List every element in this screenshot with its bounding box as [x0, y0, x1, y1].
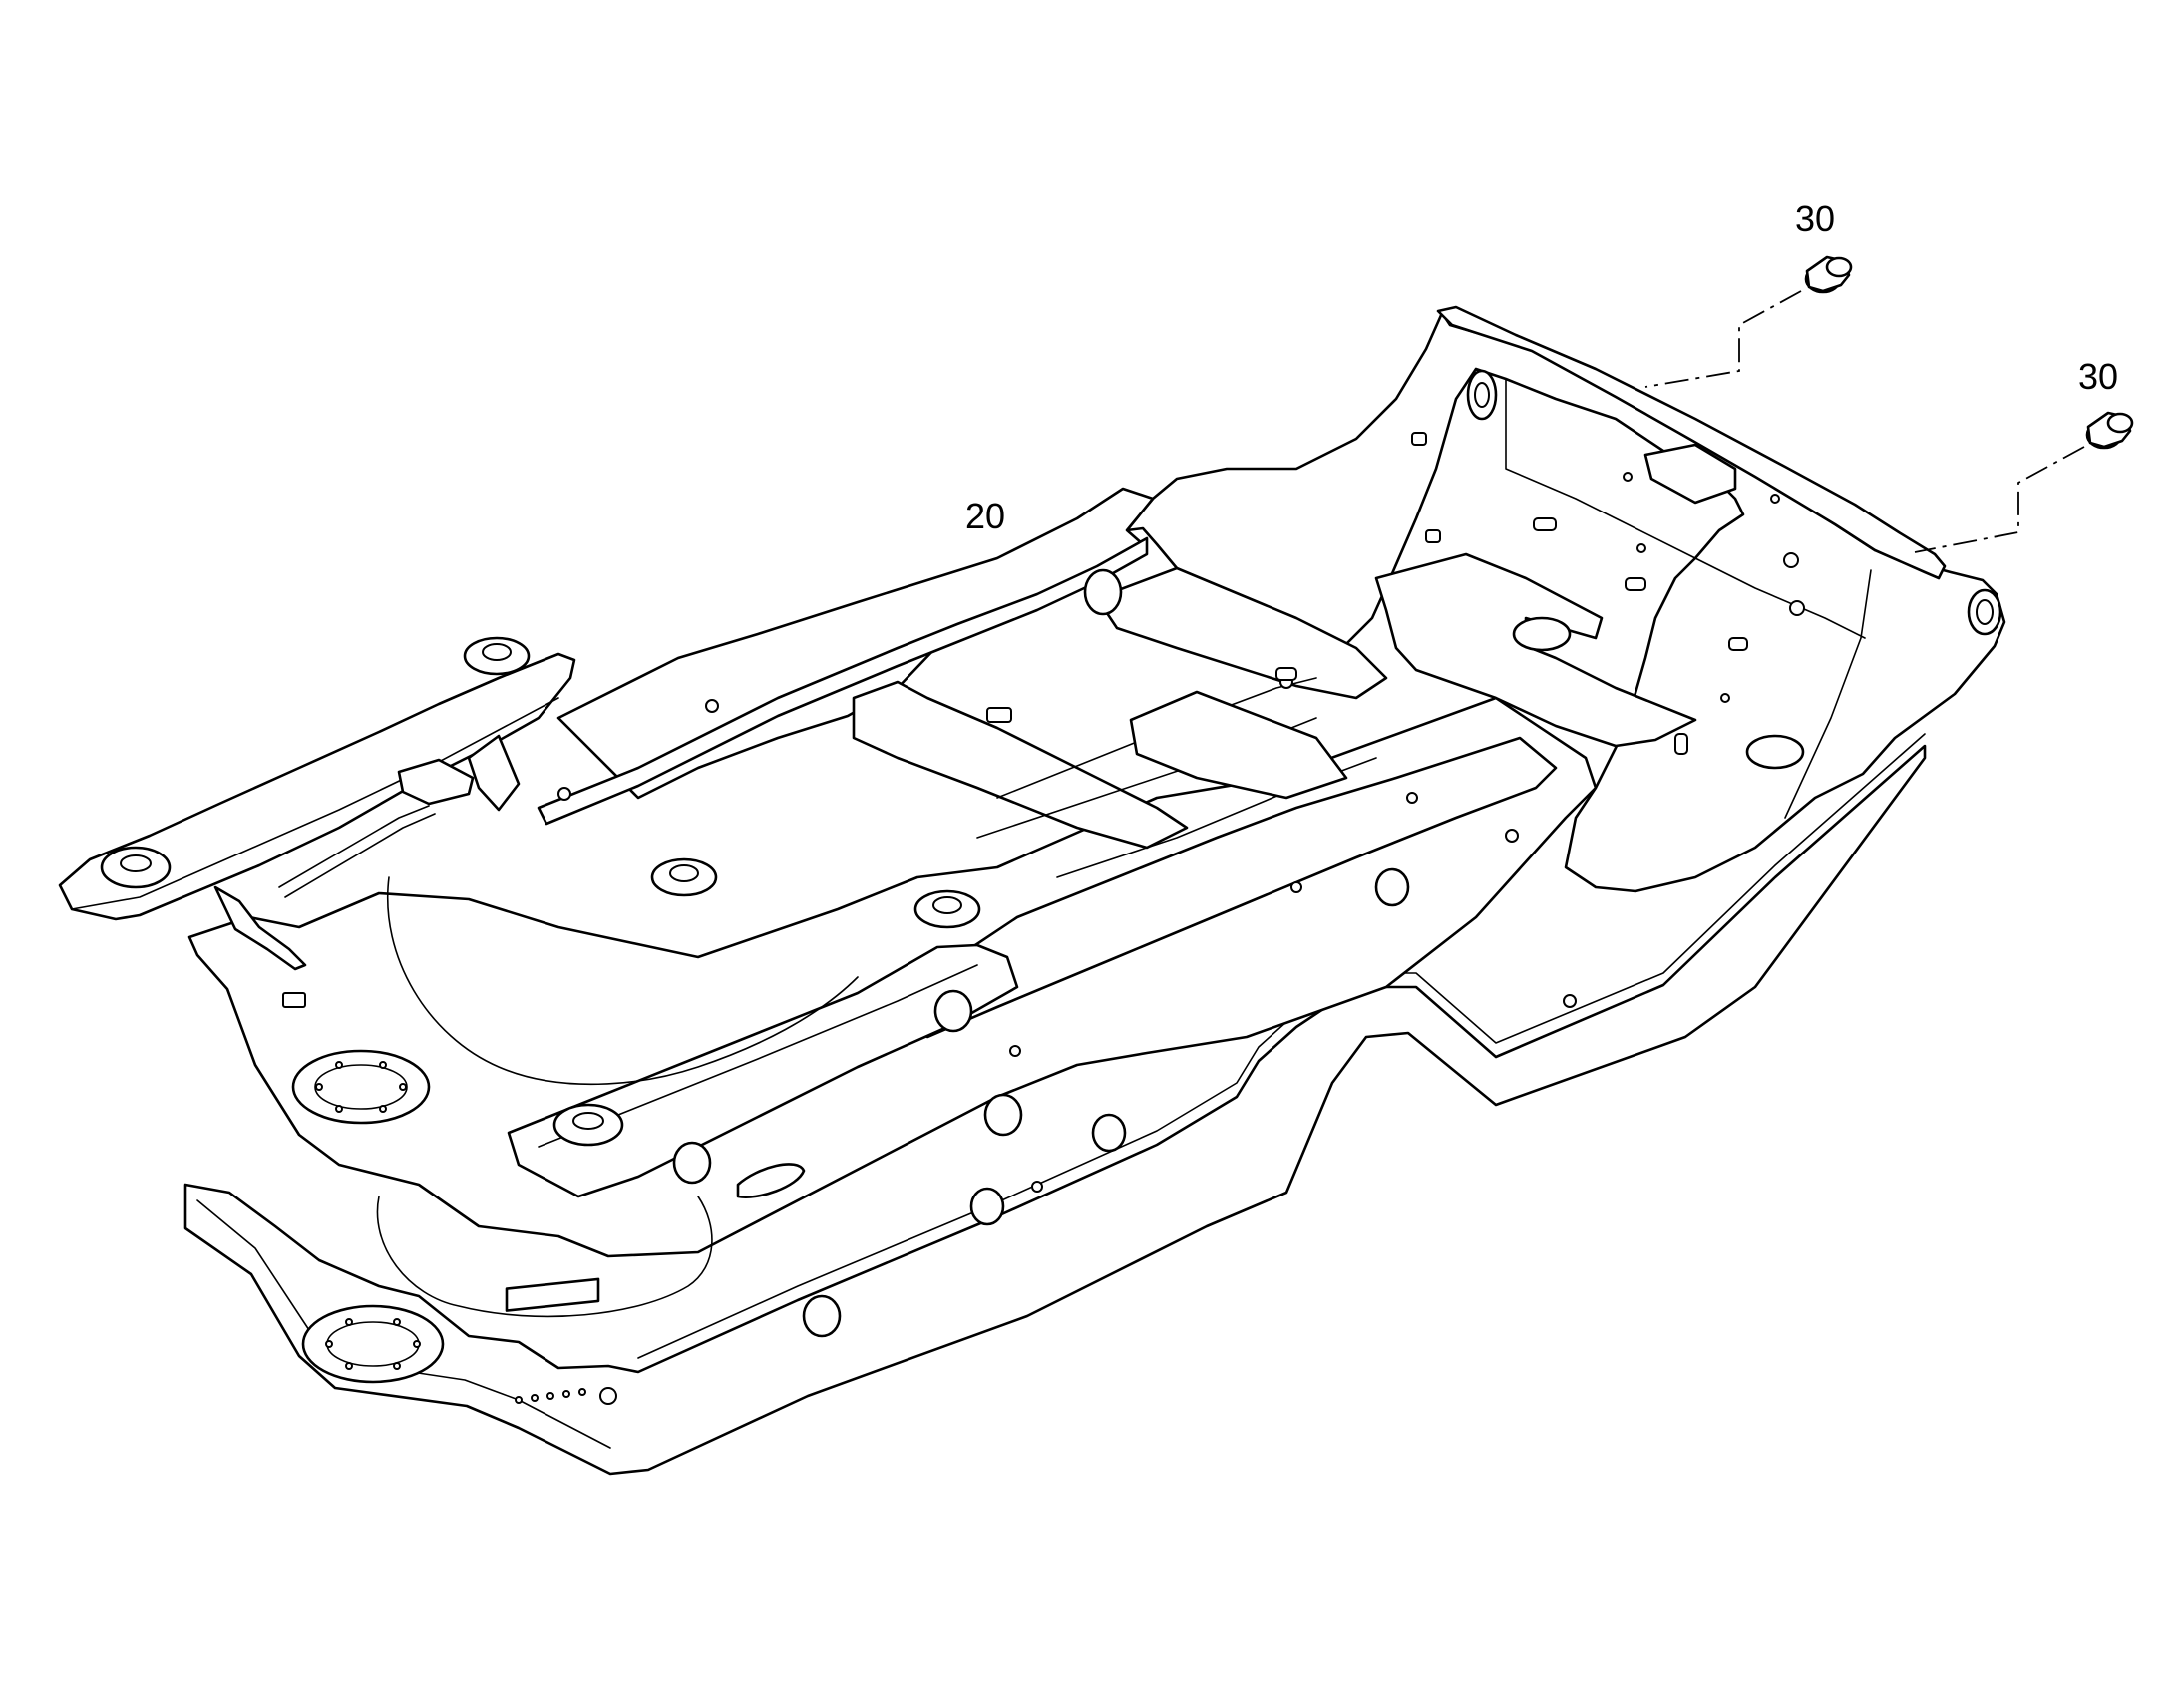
spacer-sleeves	[672, 568, 1410, 1338]
left-gusset	[213, 734, 521, 971]
left-upper-side-rail	[537, 536, 1149, 826]
boss-rear-ear	[1967, 588, 2002, 636]
callout-label-frame: 20	[965, 496, 1005, 536]
callout-label-plug-upper: 30	[1795, 198, 1835, 239]
front-cross-beam	[507, 943, 1019, 1198]
upper-left-cross-beam	[58, 652, 576, 921]
rear-wall-top-flange	[1436, 305, 1947, 580]
cable-clamp	[397, 758, 475, 806]
boss-rear-wall-top	[1466, 369, 1498, 421]
frame-slots	[282, 432, 1748, 1008]
plug-upper-part-30	[1804, 255, 1853, 294]
center-upper-deck	[556, 487, 1155, 800]
boss-upper-left-bottom	[100, 846, 172, 889]
terminal-block	[505, 1277, 600, 1404]
upper-left-beam-face	[71, 697, 559, 910]
leader-lower-plug	[1914, 446, 2085, 553]
inner-cross-beam-front	[852, 680, 1189, 850]
boss-front-beam-left	[552, 1103, 624, 1147]
lower-oval-opening	[376, 1196, 713, 1318]
boss-center	[650, 857, 718, 897]
bottom-plate	[183, 744, 1927, 1476]
front-slew-ring-upper	[291, 1049, 431, 1125]
cable-strip	[278, 805, 436, 898]
leader-upper-plug	[1644, 290, 1802, 388]
right-side-rail	[925, 736, 1558, 1039]
boss-rear-step	[1512, 616, 1572, 652]
rear-wall-bracket	[1643, 443, 1737, 505]
boss-upper-left-top	[463, 636, 531, 676]
inner-cross-beam-rear	[1095, 566, 1388, 700]
deck-housing	[1129, 690, 1348, 800]
plug-lower-part-30	[2085, 411, 2134, 450]
boss-front-beam-right	[913, 889, 981, 929]
leader-lines	[1644, 290, 2085, 553]
front-slew-ring-lower	[301, 1304, 445, 1384]
rear-wall-inner-edge	[1505, 378, 1872, 819]
main-frame-part-20	[58, 305, 2006, 1476]
boss-rear-right	[1745, 734, 1805, 770]
left-oval-opening	[387, 876, 859, 1086]
callout-label-plug-lower: 30	[2078, 356, 2118, 397]
